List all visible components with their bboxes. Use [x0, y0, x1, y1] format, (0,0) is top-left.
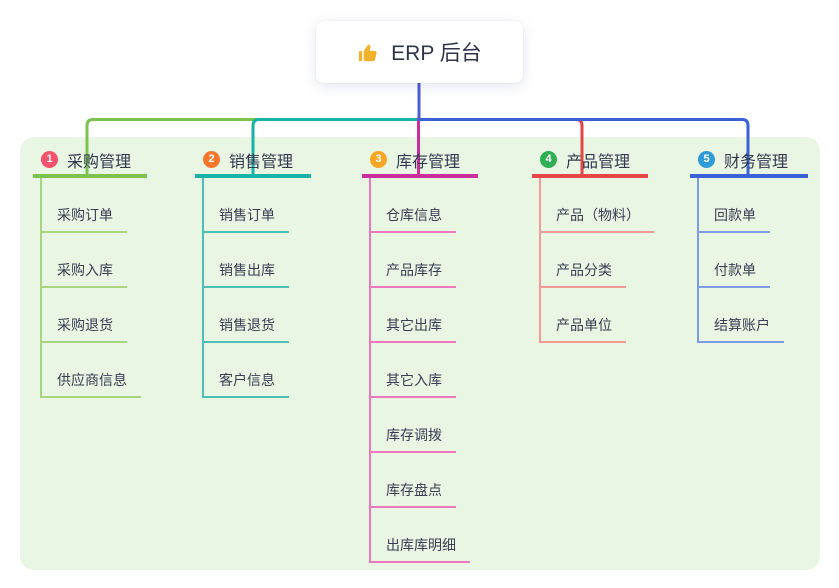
child-node[interactable]: 产品（物料）: [541, 178, 654, 233]
child-node-label: 出库库明细: [386, 537, 456, 553]
child-node[interactable]: 出库库明细: [371, 508, 470, 563]
branch-sales: 2 销售管理 销售订单 销售出库 销售退货 客户信息: [195, 145, 311, 398]
branch-children-list: 回款单 付款单 结算账户: [697, 178, 808, 343]
branch-node-sales[interactable]: 2 销售管理: [195, 145, 311, 178]
child-node[interactable]: 付款单: [699, 233, 770, 288]
child-node[interactable]: 其它入库: [371, 343, 456, 398]
child-node-label: 库存盘点: [386, 482, 442, 498]
child-node-label: 产品（物料）: [556, 207, 640, 223]
child-node-label: 结算账户: [714, 317, 770, 333]
branch-children-list: 产品（物料） 产品分类 产品单位: [539, 178, 654, 343]
child-node-label: 供应商信息: [57, 372, 127, 388]
child-node-label: 采购订单: [57, 207, 113, 223]
child-node[interactable]: 产品库存: [371, 233, 456, 288]
branch-inventory: 3 库存管理 仓库信息 产品库存 其它出库 其它入库 库存调拨 库存盘点 出库库…: [362, 145, 478, 563]
branch-product: 4 产品管理 产品（物料） 产品分类 产品单位: [532, 145, 654, 343]
branch-children-list: 销售订单 销售出库 销售退货 客户信息: [202, 178, 311, 398]
branch-badge: 4: [540, 151, 557, 168]
child-node-label: 采购退货: [57, 317, 113, 333]
child-node-label: 销售退货: [219, 317, 275, 333]
branch-node-product[interactable]: 4 产品管理: [532, 145, 648, 178]
child-node[interactable]: 销售出库: [204, 233, 289, 288]
mindmap-canvas-panel: [20, 137, 820, 570]
branch-badge: 5: [698, 151, 715, 168]
child-node-label: 回款单: [714, 207, 756, 223]
child-node[interactable]: 产品单位: [541, 288, 626, 343]
child-node[interactable]: 库存盘点: [371, 453, 456, 508]
child-node[interactable]: 采购入库: [42, 233, 127, 288]
child-node-label: 库存调拨: [386, 427, 442, 443]
branch-node-purchase[interactable]: 1 采购管理: [33, 145, 147, 178]
child-node[interactable]: 客户信息: [204, 343, 289, 398]
branch-badge: 2: [203, 151, 220, 168]
child-node-label: 仓库信息: [386, 207, 442, 223]
root-title: ERP 后台: [391, 42, 482, 65]
branch-purchase: 1 采购管理 采购订单 采购入库 采购退货 供应商信息: [33, 145, 147, 398]
child-node-label: 采购入库: [57, 262, 113, 278]
branch-node-finance[interactable]: 5 财务管理: [690, 145, 808, 178]
child-node-label: 其它入库: [386, 372, 442, 388]
branch-label: 采购管理: [67, 153, 132, 171]
child-node-label: 销售订单: [219, 207, 275, 223]
child-node[interactable]: 采购订单: [42, 178, 127, 233]
child-node[interactable]: 结算账户: [699, 288, 784, 343]
child-node-label: 产品分类: [556, 262, 612, 278]
branch-label: 财务管理: [724, 153, 789, 171]
child-node-label: 产品库存: [386, 262, 442, 278]
child-node[interactable]: 其它出库: [371, 288, 456, 343]
branch-label: 库存管理: [396, 153, 461, 171]
branch-children-list: 仓库信息 产品库存 其它出库 其它入库 库存调拨 库存盘点 出库库明细: [369, 178, 478, 563]
child-node[interactable]: 销售订单: [204, 178, 289, 233]
branch-node-inventory[interactable]: 3 库存管理: [362, 145, 478, 178]
branch-children-list: 采购订单 采购入库 采购退货 供应商信息: [40, 178, 147, 398]
branch-finance: 5 财务管理 回款单 付款单 结算账户: [690, 145, 808, 343]
child-node-label: 销售出库: [219, 262, 275, 278]
child-node-label: 产品单位: [556, 317, 612, 333]
child-node[interactable]: 产品分类: [541, 233, 626, 288]
branch-badge: 3: [370, 151, 387, 168]
branch-badge: 1: [41, 151, 58, 168]
child-node[interactable]: 销售退货: [204, 288, 289, 343]
child-node-label: 客户信息: [219, 372, 275, 388]
branch-label: 销售管理: [229, 153, 294, 171]
child-node[interactable]: 采购退货: [42, 288, 127, 343]
branch-label: 产品管理: [566, 153, 631, 171]
child-node[interactable]: 回款单: [699, 178, 770, 233]
child-node[interactable]: 供应商信息: [42, 343, 141, 398]
child-node-label: 其它出库: [386, 317, 442, 333]
child-node[interactable]: 库存调拨: [371, 398, 456, 453]
child-node[interactable]: 仓库信息: [371, 178, 456, 233]
child-node-label: 付款单: [714, 262, 756, 278]
root-node[interactable]: ERP 后台: [316, 21, 523, 83]
thumbs-up-icon: [359, 44, 377, 61]
